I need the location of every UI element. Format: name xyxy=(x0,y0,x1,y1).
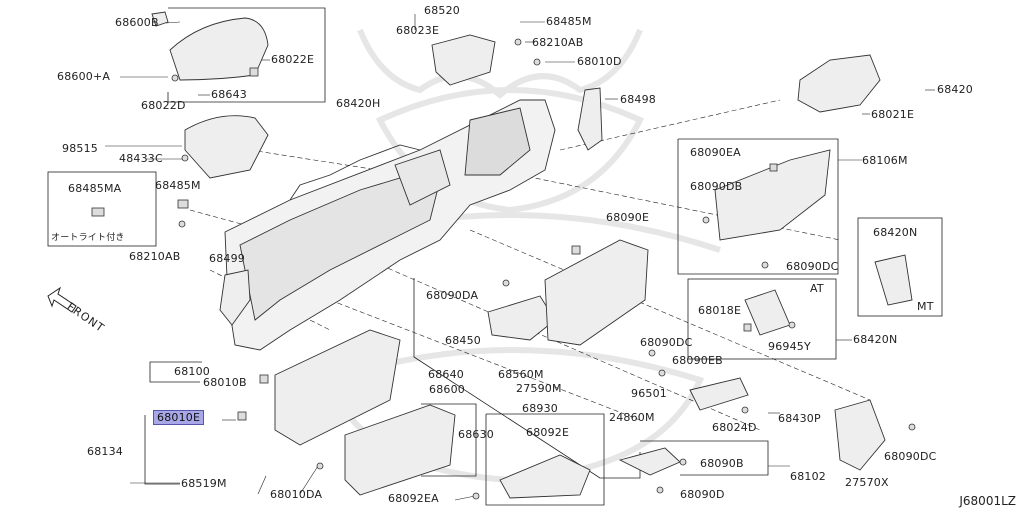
part-label-68090B[interactable]: 68090B xyxy=(700,457,744,470)
part-label-68090DC-low[interactable]: 68090DC xyxy=(640,336,693,349)
part-label-68600[interactable]: 68600 xyxy=(429,383,465,396)
part-label-68010D[interactable]: 68010D xyxy=(577,55,622,68)
part-label-68485M-left[interactable]: 68485M xyxy=(155,179,201,192)
part-label-68090E[interactable]: 68090E xyxy=(606,211,650,224)
part-label-68090DB[interactable]: 68090DB xyxy=(690,180,743,193)
part-label-68485M-top[interactable]: 68485M xyxy=(546,15,592,28)
part-label-96501[interactable]: 96501 xyxy=(631,387,667,400)
part-label-68010DA[interactable]: 68010DA xyxy=(270,488,323,501)
part-label-68010B[interactable]: 68010B xyxy=(203,376,247,389)
part-label-68090DA[interactable]: 68090DA xyxy=(426,289,479,302)
frame-boxes xyxy=(47,7,943,506)
part-label-68090DC-right[interactable]: 68090DC xyxy=(884,450,937,463)
part-label-68092EA[interactable]: 68092EA xyxy=(388,492,439,505)
diagram-code: J68001LZ xyxy=(959,494,1016,508)
part-label-68420N-box[interactable]: 68420N xyxy=(873,226,918,239)
part-label-68520[interactable]: 68520 xyxy=(424,4,460,17)
part-label-68022D[interactable]: 68022D xyxy=(141,99,186,112)
part-label-68134[interactable]: 68134 xyxy=(87,445,123,458)
part-label-68519M[interactable]: 68519M xyxy=(181,477,227,490)
instrument-panel xyxy=(224,99,556,351)
part-label-68450[interactable]: 68450 xyxy=(445,334,481,347)
part-label-24860M[interactable]: 24860M xyxy=(609,411,655,424)
part-label-68106M[interactable]: 68106M xyxy=(862,154,908,167)
part-label-68600A[interactable]: 68600+A xyxy=(57,70,111,83)
part-label-68930[interactable]: 68930 xyxy=(522,402,558,415)
part-label-48433C[interactable]: 48433C xyxy=(119,152,163,165)
part-label-96945Y[interactable]: 96945Y xyxy=(768,340,811,353)
part-label-68018E[interactable]: 68018E xyxy=(698,304,742,317)
part-label-68210AB-left[interactable]: 68210AB xyxy=(129,250,181,263)
part-label-27570X[interactable]: 27570X xyxy=(845,476,889,489)
part-label-68092E[interactable]: 68092E xyxy=(526,426,570,439)
part-label-68024D[interactable]: 68024D xyxy=(712,421,757,434)
part-label-68023E[interactable]: 68023E xyxy=(396,24,440,37)
part-label-68430P[interactable]: 68430P xyxy=(778,412,821,425)
part-label-68630[interactable]: 68630 xyxy=(458,428,494,441)
part-label-68643[interactable]: 68643 xyxy=(211,88,247,101)
part-label-68560M[interactable]: 68560M xyxy=(498,368,544,381)
part-label-68022E[interactable]: 68022E xyxy=(271,53,315,66)
part-label-68090EB[interactable]: 68090EB xyxy=(672,354,723,367)
part-label-68090DC-mid[interactable]: 68090DC xyxy=(786,260,839,273)
fasteners xyxy=(91,38,916,500)
part-label-68021E[interactable]: 68021E xyxy=(871,108,915,121)
part-label-68090D[interactable]: 68090D xyxy=(680,488,725,501)
part-shapes xyxy=(151,11,913,499)
part-label-68600B[interactable]: 68600B xyxy=(115,16,159,29)
part-label-68485MA[interactable]: 68485MA xyxy=(68,182,122,195)
front-arrow-icon xyxy=(47,286,77,313)
part-label-68498[interactable]: 68498 xyxy=(620,93,656,106)
box-label-at: AT xyxy=(810,282,824,295)
part-label-27590M[interactable]: 27590M xyxy=(516,382,562,395)
part-label-68102[interactable]: 68102 xyxy=(790,470,826,483)
part-label-68420H[interactable]: 68420H xyxy=(336,97,381,110)
part-label-68210AB-top[interactable]: 68210AB xyxy=(532,36,584,49)
box-label-mt: MT xyxy=(917,300,934,313)
leader-lines xyxy=(105,14,935,501)
part-label-68420[interactable]: 68420 xyxy=(937,83,973,96)
part-label-98515[interactable]: 98515 xyxy=(62,142,98,155)
part-label-68420N[interactable]: 68420N xyxy=(853,333,898,346)
part-label-68010E-selected[interactable]: 68010E xyxy=(153,410,205,425)
part-label-68090EA[interactable]: 68090EA xyxy=(690,146,741,159)
part-label-68499[interactable]: 68499 xyxy=(209,252,245,265)
part-label-68640[interactable]: 68640 xyxy=(428,368,464,381)
auto-light-note: オートライト付き xyxy=(51,233,125,243)
part-label-68100[interactable]: 68100 xyxy=(174,365,210,378)
